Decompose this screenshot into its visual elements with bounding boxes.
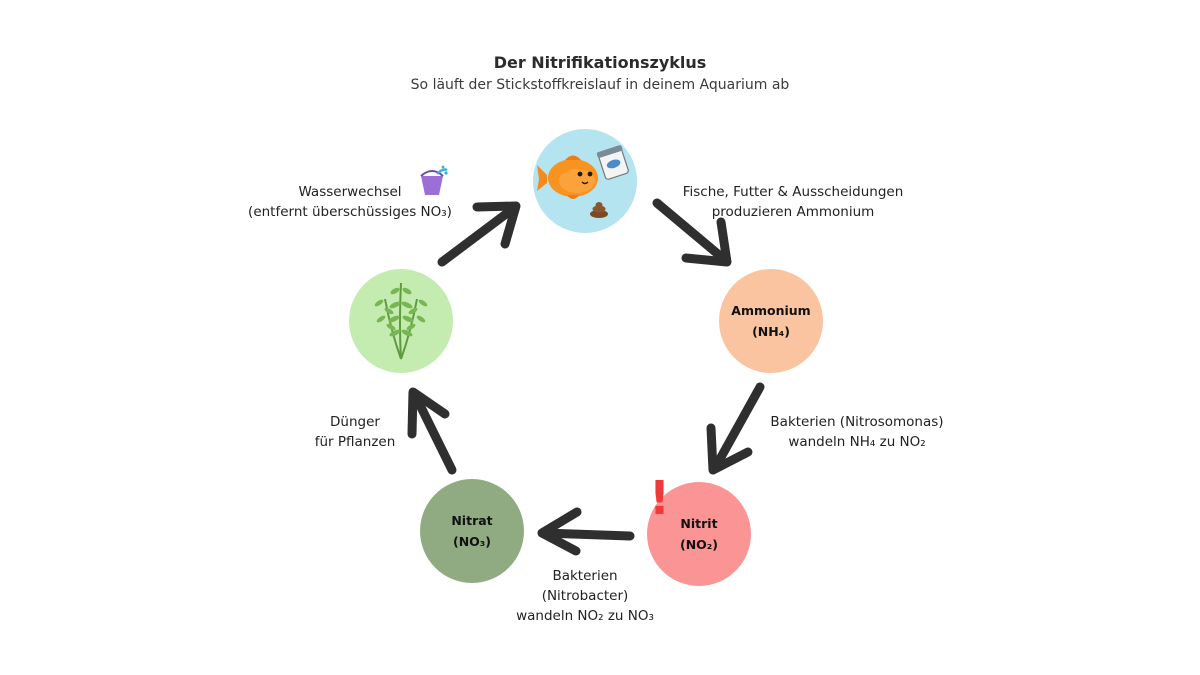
nitrat-formula: (NO₃) [453, 534, 491, 549]
annotation-duenger-line2: für Pflanzen [314, 434, 396, 450]
annotation-nitrosomonas-line1: Bakterien (Nitrosomonas) [770, 414, 944, 430]
annotation-fische: Fische, Futter & Ausscheidungen produzie… [678, 182, 908, 222]
plant-icon [374, 282, 428, 360]
annotation-nitrobacter-line2: (Nitrobacter) [541, 588, 629, 604]
annotation-wasserwechsel-line2: (entfernt überschüssiges NO₃) [248, 204, 452, 220]
annotation-nitrobacter-line3: wandeln NO₂ zu NO₃ [516, 608, 654, 624]
annotation-nitrosomonas-line2: wandeln NH₄ zu NO₂ [788, 434, 926, 450]
ammonium-label: Ammonium [731, 303, 811, 318]
ammonium-node: Ammonium (NH₄) [719, 269, 823, 373]
aquarium-node [533, 129, 637, 233]
warning-icon: ! [649, 471, 670, 525]
goldfish-icon [537, 145, 629, 218]
arrow-nitrat-to-plants [407, 387, 457, 475]
page-subtitle: So läuft der Stickstoffkreislauf in dein… [410, 77, 790, 93]
annotation-fische-line1: Fische, Futter & Ausscheidungen [682, 184, 904, 200]
annotation-fische-line2: produzieren Ammonium [711, 204, 875, 220]
annotation-wasserwechsel-line1: Wasserwechsel [298, 184, 402, 200]
ammonium-formula: (NH₄) [752, 324, 790, 339]
arrow-ammonium-to-nitrit [706, 382, 765, 475]
nitrit-label: Nitrit [680, 516, 718, 531]
nitrat-label: Nitrat [451, 513, 493, 528]
annotation-duenger-line1: Dünger [330, 414, 380, 430]
nitrit-node: Nitrit (NO₂) [647, 482, 751, 586]
plants-node [349, 269, 453, 373]
annotation-nitrosomonas: Bakterien (Nitrosomonas) wandeln NH₄ zu … [762, 412, 952, 452]
annotation-nitrobacter-line1: Bakterien [552, 568, 618, 584]
nitrat-node: Nitrat (NO₃) [420, 479, 524, 583]
arrow-plants-to-fish [437, 201, 521, 267]
page-title: Der Nitrifikationszyklus [493, 53, 707, 72]
annotation-wasserwechsel: Wasserwechsel (entfernt überschüssiges N… [244, 182, 456, 222]
annotation-nitrobacter: Bakterien (Nitrobacter) wandeln NO₂ zu N… [505, 566, 665, 626]
annotation-duenger: Dünger für Pflanzen [300, 412, 410, 452]
arrow-nitrit-to-nitrat [537, 507, 635, 556]
nitrit-formula: (NO₂) [680, 537, 718, 552]
arrow-fish-to-ammonium [652, 198, 732, 267]
bucket-icon [420, 165, 448, 195]
